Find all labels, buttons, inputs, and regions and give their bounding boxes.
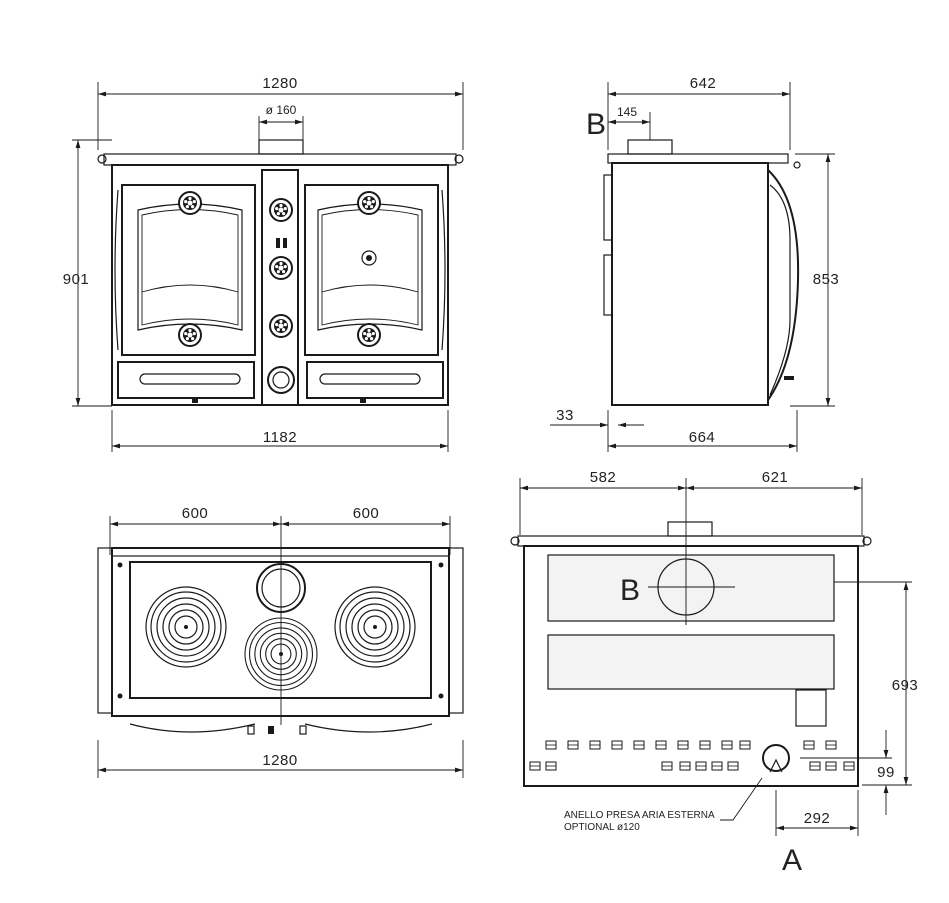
front-view: 1280 ø 160 901 1182: [63, 75, 464, 452]
dim-rear-inlet-height-label: 99: [877, 764, 895, 781]
rear-label-b: B: [620, 574, 640, 607]
dim-rear-flue-height-label: 693: [892, 677, 919, 694]
dim-rear-inlet-offset-label: 292: [804, 810, 831, 827]
dim-side-flue-offset-label: 145: [617, 105, 637, 119]
dim-side-height: 853: [790, 153, 840, 407]
dim-top-right-half-label: 600: [353, 505, 380, 522]
dim-side-base-label: 664: [689, 429, 716, 446]
dim-side-depth: 642: [607, 75, 791, 150]
dim-top-width: 1280: [97, 740, 464, 778]
dim-front-base-label: 1182: [263, 429, 297, 446]
dim-rear-inlet-offset: 292: [775, 790, 859, 836]
dim-side-foot: 33: [550, 407, 644, 428]
dim-flue-diameter: ø 160: [258, 103, 304, 140]
rear-vents: [529, 740, 855, 771]
dim-rear-inlet-height: 99: [800, 730, 895, 815]
dim-front-width-label: 1280: [262, 75, 297, 92]
inlet-note: ANELLO PRESA ARIA ESTERNA OPTIONAL ø120: [564, 777, 763, 833]
dim-side-flue-offset: 145 B: [586, 105, 651, 141]
dim-front-base: 1182: [111, 410, 449, 452]
dim-top-width-label: 1280: [262, 752, 297, 769]
side-label-b: B: [586, 108, 606, 141]
inlet-note-line2: OPTIONAL ø120: [564, 822, 640, 833]
dim-flue-diameter-label: ø 160: [266, 103, 297, 117]
dim-side-height-label: 853: [813, 271, 840, 288]
dim-top-left-half-label: 600: [182, 505, 209, 522]
side-view: 642 145 B 853 33 664: [550, 75, 839, 452]
dim-rear-right-label: 621: [762, 469, 789, 486]
dim-side-foot-label: 33: [556, 407, 574, 424]
dim-front-height-label: 901: [63, 271, 90, 288]
rear-label-a: A: [782, 844, 802, 877]
dim-rear-left-label: 582: [590, 469, 617, 486]
rear-view: 582 621 693 99 292: [510, 469, 919, 877]
top-view: 600 600 1280: [97, 505, 464, 778]
dim-front-height: 901: [63, 139, 112, 407]
inlet-note-line1: ANELLO PRESA ARIA ESTERNA: [564, 810, 715, 821]
dim-front-width: 1280: [97, 75, 464, 150]
dim-top-left-half: 600: [109, 505, 282, 725]
dim-side-base: 664: [607, 410, 798, 452]
dim-rear-right: 621: [686, 469, 863, 535]
dim-side-depth-label: 642: [690, 75, 717, 92]
